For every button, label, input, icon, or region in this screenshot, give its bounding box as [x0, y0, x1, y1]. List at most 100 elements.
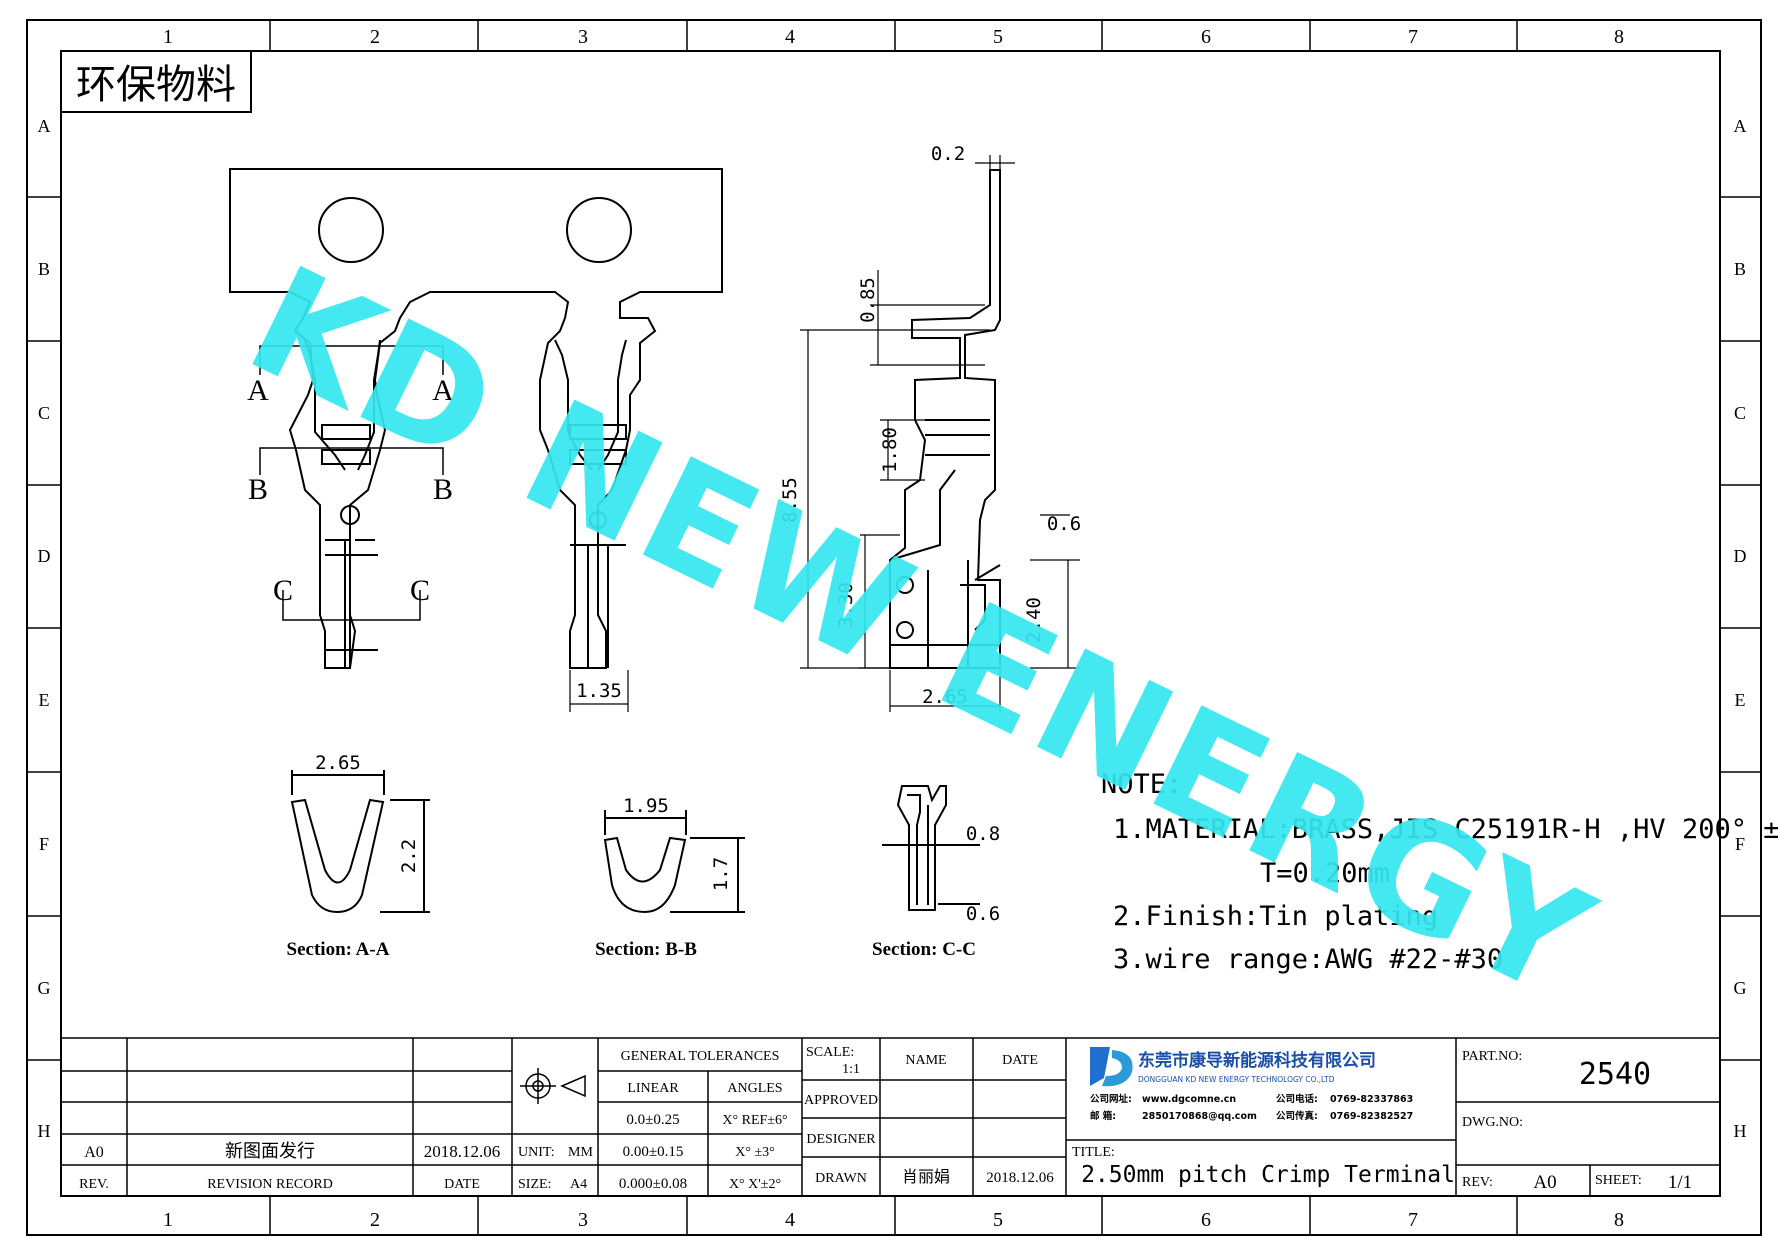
revision-record: 新图面发行 — [225, 1141, 315, 1161]
section-a-caption: Section: A-A — [287, 939, 390, 960]
sheet-label: SHEET: — [1595, 1173, 1642, 1188]
dwg-no-label: DWG.NO: — [1462, 1115, 1523, 1130]
rev-value: A0 — [84, 1144, 104, 1161]
section-b-caption: Section: B-B — [595, 939, 697, 960]
scale-value: 1:1 — [842, 1062, 860, 1077]
section-mark-b: B — [433, 473, 453, 506]
email-label: 邮 箱: — [1090, 1110, 1116, 1122]
row-label: C — [38, 403, 50, 423]
section-c-caption: Section: C-C — [872, 939, 976, 960]
dim-2-65: 2.65 — [922, 686, 968, 708]
note-title: NOTE: — [1101, 769, 1182, 800]
col-label: 5 — [993, 26, 1003, 48]
record-header: REVISION RECORD — [207, 1177, 333, 1192]
section-b-width: 1.95 — [623, 795, 669, 817]
part-no-value: 2540 — [1579, 1057, 1651, 1092]
web-label: 公司网址: — [1090, 1093, 1132, 1105]
rev-header: REV. — [79, 1177, 109, 1192]
row-label: H — [1734, 1121, 1747, 1141]
row-label: D — [38, 546, 51, 566]
phone-value: 0769-82337863 — [1330, 1094, 1413, 1105]
angle-tol-3: X° X'±2° — [729, 1177, 781, 1192]
section-mark-b: B — [248, 473, 268, 506]
col-label: 1 — [163, 26, 173, 48]
section-mark-c: C — [410, 574, 430, 607]
drawn-label: DRAWN — [815, 1171, 867, 1186]
drawing-title: 2.50mm pitch Crimp Terminal — [1081, 1162, 1455, 1188]
email-value: 2850170868@qq.com — [1142, 1111, 1257, 1122]
notes: NOTE: 1.MATERIAL:BRASS,JIS C25191R-H ,HV… — [1101, 769, 1778, 975]
terminal-front-view — [229, 168, 723, 669]
section-mark-c: C — [273, 574, 293, 607]
size-value: A4 — [570, 1177, 587, 1192]
section-a-width: 2.65 — [315, 752, 361, 774]
company-name-cn: 东莞市康导新能源科技有限公司 — [1138, 1050, 1376, 1071]
scale-label: SCALE: — [806, 1045, 854, 1060]
dim-3-30: 3.30 — [835, 582, 857, 628]
side-dimensions — [800, 155, 1080, 712]
linear-tol-3: 0.000±0.08 — [619, 1176, 687, 1192]
row-label: E — [39, 690, 50, 710]
name-header: NAME — [905, 1053, 946, 1068]
col-label: 4 — [785, 26, 795, 48]
row-label: E — [1735, 690, 1746, 710]
section-c-dim-b: 0.6 — [966, 903, 1000, 925]
note-finish: 2.Finish:Tin plating — [1113, 901, 1438, 932]
projection-symbol-icon — [520, 1068, 586, 1104]
angle-tol-2: X° ±3° — [735, 1145, 775, 1160]
col-label: 4 — [785, 1209, 795, 1231]
col-label: 2 — [370, 26, 380, 48]
dim-width-1-35 — [569, 670, 629, 712]
dim-2-40: 2.40 — [1023, 597, 1045, 643]
stamp-box — [60, 50, 252, 113]
section-c-c — [882, 785, 980, 911]
date-header: DATE — [444, 1177, 480, 1192]
terminal-side-view — [889, 169, 1001, 669]
row-label: D — [1734, 546, 1747, 566]
dim-1-80: 1.80 — [879, 427, 901, 473]
side-dim-labels: 0.2 0.85 8.55 1.80 0.6 3.30 2.40 2.65 — [779, 143, 1081, 708]
fax-label: 公司传真: — [1276, 1110, 1318, 1122]
company-contact: 公司网址: www.dgcomne.cn 邮 箱: 2850170868@qq.… — [1090, 1093, 1413, 1122]
tolerance-title: GENERAL TOLERANCES — [621, 1049, 780, 1064]
rev-value-block: A0 — [1533, 1172, 1556, 1193]
title-label: TITLE: — [1072, 1145, 1115, 1160]
section-b-b — [603, 810, 745, 914]
title-block-grid — [60, 1037, 1721, 1197]
approved-label: APPROVED — [804, 1093, 878, 1108]
drawn-date: 2018.12.06 — [986, 1170, 1054, 1186]
row-label: C — [1734, 403, 1746, 423]
part-no-label: PART.NO: — [1462, 1049, 1522, 1064]
linear-tol-2: 0.00±0.15 — [623, 1144, 684, 1160]
angles-header: ANGLES — [727, 1081, 782, 1096]
col-label: 7 — [1408, 1209, 1418, 1231]
dim-0-6: 0.6 — [1047, 513, 1081, 535]
section-a-a — [290, 770, 430, 914]
section-b-height: 1.7 — [710, 857, 732, 891]
drawn-name: 肖丽娟 — [902, 1168, 950, 1186]
company-name-en: DONGGUAN KD NEW ENERGY TECHNOLOGY CO.,LT… — [1138, 1075, 1335, 1084]
row-label: B — [38, 259, 50, 279]
date-header-2: DATE — [1002, 1053, 1038, 1068]
row-label: G — [38, 978, 51, 998]
col-label: 6 — [1201, 26, 1211, 48]
dim-0-2: 0.2 — [931, 143, 965, 165]
row-label: A — [1734, 116, 1747, 136]
unit-label: UNIT: — [518, 1145, 555, 1160]
zone-ticks — [27, 20, 1761, 1235]
web-value: www.dgcomne.cn — [1142, 1094, 1236, 1105]
angle-tol-1: X° REF±6° — [722, 1113, 787, 1128]
col-label: 1 — [163, 1209, 173, 1231]
revision-date: 2018.12.06 — [424, 1142, 501, 1161]
col-label: 3 — [578, 26, 588, 48]
size-label: SIZE: — [518, 1177, 551, 1192]
row-label: G — [1734, 978, 1747, 998]
col-label: 7 — [1408, 26, 1418, 48]
dim-1-35-label: 1.35 — [576, 680, 622, 702]
col-label: 8 — [1614, 26, 1624, 48]
note-material: 1.MATERIAL:BRASS,JIS C25191R-H ,HV 200° … — [1113, 814, 1778, 845]
col-label: 3 — [578, 1209, 588, 1231]
section-c-dim-a: 0.8 — [966, 823, 1000, 845]
company-logo-icon — [1090, 1047, 1133, 1087]
